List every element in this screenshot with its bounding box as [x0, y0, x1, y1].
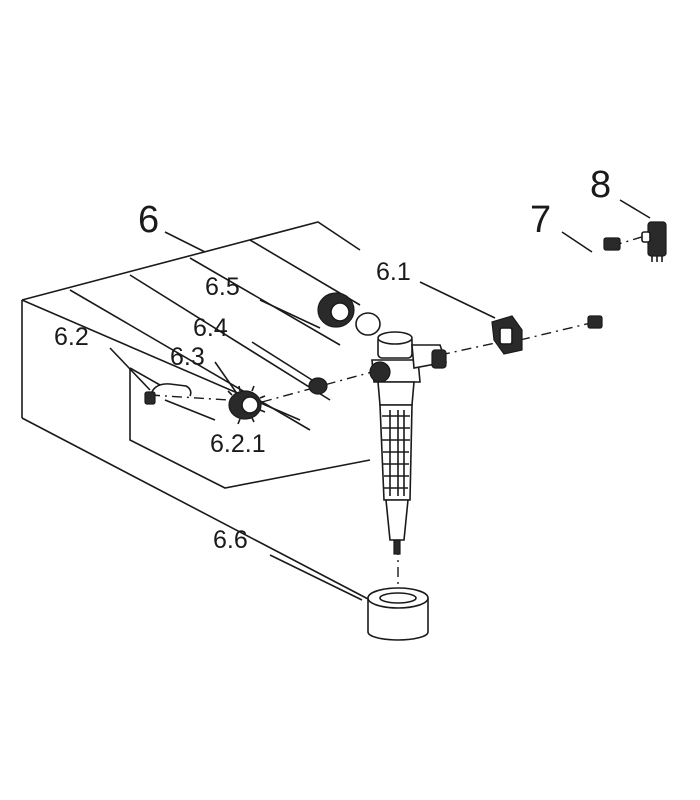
- callout-6-2-1: 6.2.1: [210, 430, 266, 458]
- leader-lines: [109, 199, 651, 601]
- callout-6: 6: [138, 199, 159, 241]
- part-small-seal: [308, 377, 328, 395]
- callout-6-6: 6.6: [213, 526, 248, 554]
- callout-6-3: 6.3: [170, 343, 205, 371]
- callout-7: 7: [530, 199, 551, 241]
- callout-6-4: 6.4: [193, 314, 228, 342]
- callout-6-5: 6.5: [205, 273, 240, 301]
- part-clip: [144, 383, 192, 405]
- part-fitting: [491, 315, 523, 355]
- part-cap-and-oring: [317, 292, 381, 336]
- callout-6-2: 6.2: [54, 323, 89, 351]
- part-injector: [369, 331, 448, 555]
- callout-6-1: 6.1: [376, 258, 411, 286]
- part-gear-nut: [227, 385, 266, 425]
- part-sleeve: [367, 587, 429, 641]
- kit-box-outline: [21, 221, 371, 601]
- part-fuel-line: [587, 237, 621, 329]
- part-bleed-screw: [641, 221, 667, 262]
- callout-8: 8: [590, 164, 611, 206]
